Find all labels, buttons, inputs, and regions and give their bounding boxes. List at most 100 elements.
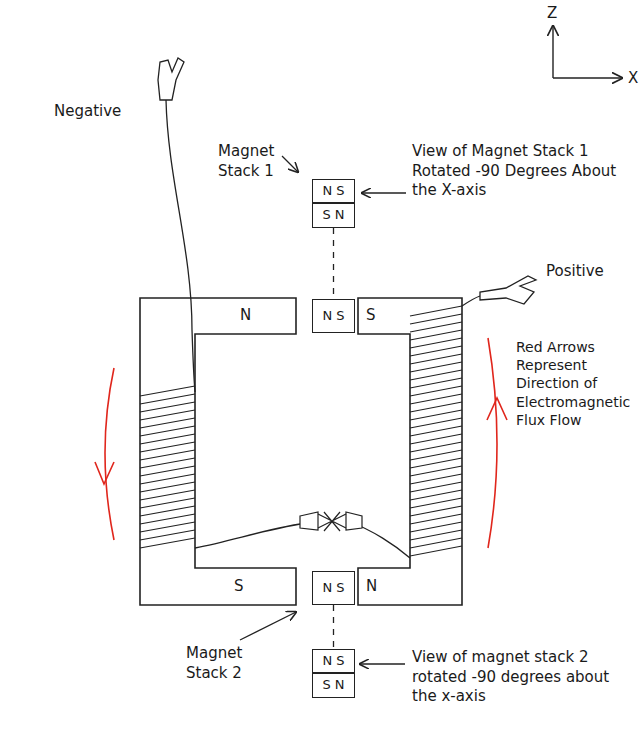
annotation: Positive [546, 262, 604, 282]
magnet-box: S N [312, 673, 355, 698]
label-text: X [628, 69, 638, 87]
positive-probe [480, 276, 536, 304]
flux-head-right [487, 398, 507, 420]
label-text: N [366, 577, 377, 595]
annotation: S [366, 306, 376, 326]
leaders [240, 156, 406, 664]
winding [410, 346, 462, 356]
winding [140, 450, 195, 460]
pole-label: S N [322, 678, 344, 692]
winding [410, 514, 462, 524]
annotation: S [234, 577, 244, 597]
winding [140, 434, 195, 444]
winding [410, 370, 462, 380]
connector-right [346, 512, 362, 530]
winding [410, 530, 462, 540]
annotation: Negative [54, 102, 121, 122]
label-text: Red Arrows Represent Direction of Electr… [516, 339, 630, 428]
z-axis [552, 26, 553, 78]
winding [410, 434, 462, 444]
dashed-link [333, 605, 334, 649]
positive-wire [462, 296, 480, 306]
label-text: Z [547, 4, 557, 22]
flux-head-left [95, 462, 114, 484]
winding [410, 354, 462, 364]
pole-label: S N [322, 208, 344, 222]
winding [140, 506, 195, 516]
pole-label: N S [322, 309, 344, 323]
winding [140, 410, 195, 420]
label-text: S [234, 577, 244, 595]
annotation: N [366, 577, 377, 597]
axes [553, 26, 622, 78]
label-text: Magnet Stack 1 [218, 142, 274, 180]
label-text: S [366, 306, 376, 324]
winding [140, 394, 195, 404]
label-text: View of Magnet Stack 1 Rotated -90 Degre… [412, 142, 616, 199]
leader-stack-1 [282, 156, 298, 172]
winding [140, 474, 195, 484]
winding [140, 418, 195, 428]
winding [410, 410, 462, 420]
label-text: Positive [546, 262, 604, 280]
x-axis [553, 77, 622, 78]
winding [410, 338, 462, 348]
winding [140, 530, 195, 540]
winding [410, 538, 462, 548]
flux-arrows [95, 338, 507, 548]
winding [140, 442, 195, 452]
winding [140, 402, 195, 412]
winding [410, 498, 462, 508]
flux-arrow-left [105, 368, 114, 540]
winding [140, 426, 195, 436]
magnet-box: N S [312, 299, 355, 333]
winding [140, 490, 195, 500]
winding [410, 418, 462, 428]
connector-left [300, 512, 318, 530]
annotation: Magnet Stack 2 [186, 644, 252, 683]
winding [410, 506, 462, 516]
winding [410, 402, 462, 412]
winding [410, 306, 462, 316]
right-core [358, 298, 462, 605]
pole-label: N S [322, 184, 344, 198]
winding [410, 314, 462, 324]
dashed-link [333, 228, 334, 299]
annotation: X [628, 69, 638, 89]
winding [410, 378, 462, 388]
annotation: Red Arrows Represent Direction of Electr… [516, 338, 640, 429]
winding [140, 466, 195, 476]
annotation: N [240, 306, 251, 326]
winding [410, 442, 462, 452]
flux-arrow-right [488, 338, 497, 548]
negative-probe [158, 58, 184, 100]
pole-label: N S [322, 654, 344, 668]
magnet-box: N S [312, 649, 355, 673]
magnet-box: N S [312, 571, 355, 605]
winding [140, 498, 195, 508]
coil-windings [140, 306, 462, 556]
winding [410, 362, 462, 372]
winding [410, 482, 462, 492]
winding [140, 522, 195, 532]
winding [140, 386, 195, 396]
winding [410, 474, 462, 484]
winding [140, 482, 195, 492]
winding [410, 330, 462, 340]
winding [140, 458, 195, 468]
label-text: View of magnet stack 2 rotated -90 degre… [412, 648, 609, 705]
twist [318, 512, 346, 531]
annotation: Magnet Stack 1 [218, 142, 284, 181]
winding [410, 466, 462, 476]
winding [410, 322, 462, 332]
winding [410, 522, 462, 532]
magnet-box: N S [312, 179, 355, 203]
winding [140, 538, 195, 548]
label-text: N [240, 306, 251, 324]
label-text: Magnet Stack 2 [186, 644, 242, 682]
winding [410, 490, 462, 500]
magnet-box: S N [312, 203, 355, 228]
leader-stack-2 [240, 612, 296, 640]
winding [410, 450, 462, 460]
